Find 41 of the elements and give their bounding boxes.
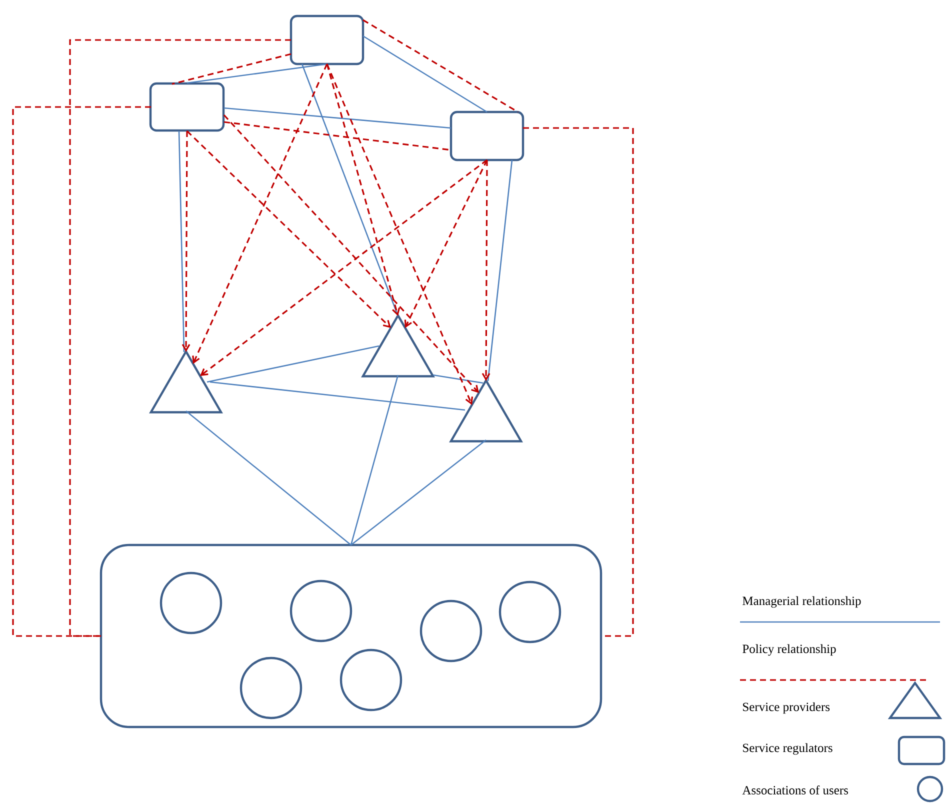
legend-label: Associations of users [742,786,848,794]
circle [340,648,402,712]
line [432,374,484,384]
line [350,439,486,546]
arrow [186,130,391,328]
dashed-line [172,53,292,85]
arrow [192,64,328,364]
circle [420,600,482,662]
dashed-line [523,127,634,637]
line [210,381,466,411]
arrow [182,131,190,352]
legend-label: Service regulators [743,743,832,755]
dashed-line [362,19,518,113]
circle [498,580,562,644]
legend-label: Policy relationship [742,644,836,656]
line [487,160,513,382]
line [186,63,328,84]
arrow [404,160,488,328]
rounded-rectangle [290,14,364,66]
circle [290,580,352,642]
arrow [482,160,490,381]
dashed-line [224,121,452,151]
arrow [200,159,488,376]
circle [160,572,222,634]
rounded-rectangle [149,82,225,132]
dashed-line [12,106,151,637]
line [224,107,452,129]
arrow [326,64,474,405]
line [206,345,380,383]
dashed-line [69,39,291,637]
arrow [223,114,479,393]
arrow [326,64,400,316]
line [362,35,488,113]
legend-label: Service providers [743,702,830,714]
line [178,130,185,352]
legend-label: Managerial relationship [742,596,861,608]
line [301,64,399,316]
line [350,374,399,546]
line [186,410,352,546]
circle [240,656,302,720]
rounded-rectangle [450,110,524,162]
